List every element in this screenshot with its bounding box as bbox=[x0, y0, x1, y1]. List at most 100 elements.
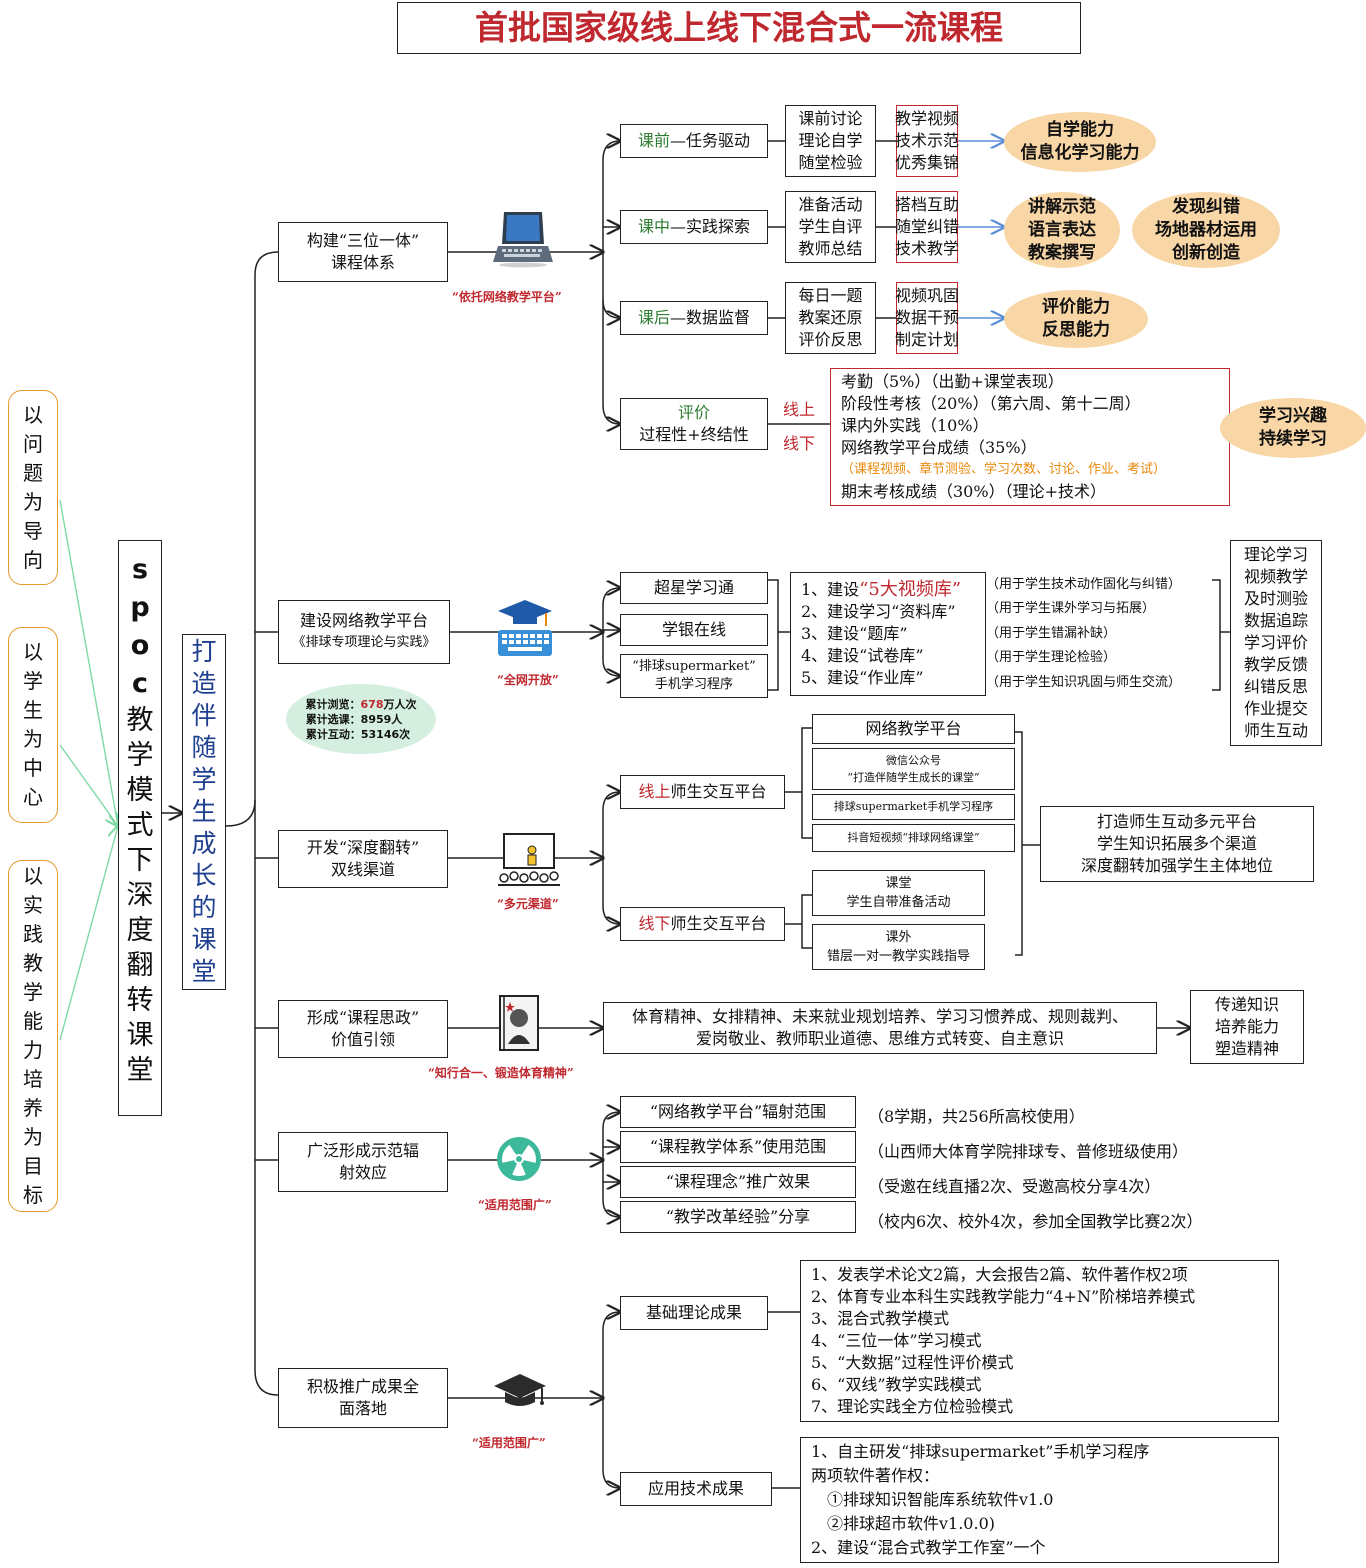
channel-item: 抖音短视频“排球网络课堂” bbox=[847, 831, 980, 844]
stat-interactions: 累计互动：53146次 bbox=[305, 727, 411, 741]
in-class-resources: 搭档互助 随堂纠错 技术教学 bbox=[895, 191, 960, 263]
ability-text: 场地器材运用 bbox=[1155, 219, 1257, 240]
stage-rest: —任务驱动 bbox=[670, 131, 751, 150]
item: 搭档互助 bbox=[895, 195, 960, 214]
ability-text: 学习兴趣 bbox=[1259, 406, 1327, 426]
item: 评价反思 bbox=[798, 330, 863, 349]
channel-rest: 师生交互平台 bbox=[670, 914, 767, 933]
channel-key: 线上 bbox=[638, 782, 671, 801]
online-wechat: 微信公众号 “打造伴随学生成长的课堂” bbox=[812, 748, 1015, 790]
ability-text: 教案撰写 bbox=[1028, 242, 1096, 263]
s4-title-l2: 价值引领 bbox=[330, 1030, 395, 1049]
content-line: 爱岗敬业、教师职业道德、思维方式转变、自主意识 bbox=[695, 1029, 1064, 1048]
library-item: 1、建设“5大视频库” bbox=[801, 579, 962, 600]
function-item: 学习评价 bbox=[1243, 633, 1308, 652]
result-item: 培养能力 bbox=[1214, 1017, 1279, 1036]
graduation-cap-icon bbox=[492, 1372, 548, 1416]
channel-item: 微信公众号 bbox=[886, 754, 941, 767]
channel-item: 排球supermarket手机学习程序 bbox=[833, 800, 994, 813]
item: 教学视频 bbox=[895, 109, 960, 128]
radiation-note: （8学期，共256所高校使用） bbox=[868, 1107, 1085, 1126]
library-note: （用于学生技术动作固化与纠错） bbox=[986, 576, 1182, 592]
platform-chaoxing[interactable]: 超星学习通 bbox=[620, 572, 768, 604]
function-item: 理论学习 bbox=[1243, 545, 1308, 564]
radiation-concept: “课程理念”推广效果 bbox=[620, 1166, 856, 1198]
keyboard-graduate-icon bbox=[494, 598, 556, 666]
presentation-icon bbox=[496, 832, 562, 892]
app-name: “排球supermarket” bbox=[632, 659, 756, 674]
stat-enrollment: 累计选课：8959人 bbox=[305, 712, 403, 726]
online-network-platform: 网络教学平台 bbox=[812, 714, 1015, 744]
item: 制定计划 bbox=[895, 330, 960, 349]
in-class-items: 准备活动 学生自评 教师总结 bbox=[785, 191, 876, 263]
function-item: 及时测验 bbox=[1243, 589, 1308, 608]
eval-offline-label: 线下 bbox=[783, 434, 816, 453]
goal-text: 以实践教学能力培养为目标 bbox=[23, 864, 43, 1207]
platform-label: 学银在线 bbox=[661, 620, 726, 639]
item: 随堂检验 bbox=[798, 153, 863, 172]
ability-text: 语言表达 bbox=[1028, 219, 1096, 240]
applied-tech-list: 1、自主研发“排球supermarket”手机学习程序 两项软件著作权： ①排球… bbox=[800, 1437, 1279, 1563]
ability-text: 自学能力 bbox=[1046, 120, 1114, 140]
radiation-label: “网络教学平台”辐射范围 bbox=[649, 1102, 827, 1121]
item: 优秀集锦 bbox=[895, 153, 960, 172]
function-item: 数据追踪 bbox=[1243, 611, 1308, 630]
radiation-curriculum: “课程教学体系”使用范围 bbox=[620, 1131, 856, 1163]
stage-rest: —数据监督 bbox=[670, 308, 751, 327]
stats-bubble: 累计浏览：678万人次 累计选课：8959人 累计互动：53146次 bbox=[286, 684, 436, 754]
radiation-note: （山西师大体育学院排球专、普修班级使用） bbox=[868, 1142, 1189, 1161]
channel-results: 打造师生互动多元平台 学生知识拓展多个渠道 深度翻转加强学生主体地位 bbox=[1040, 806, 1314, 882]
s5-title-box: 广泛形成示范辐 射效应 bbox=[278, 1132, 448, 1192]
library-note: （用于学生课外学习与拓展） bbox=[986, 601, 1156, 617]
library-note: （用于学生理论检验） bbox=[986, 650, 1117, 666]
stage-post-class: 课后—数据监督 bbox=[620, 301, 768, 335]
pre-class-items: 课前讨论 理论自学 随堂检验 bbox=[785, 105, 876, 177]
item: 数据干预 bbox=[895, 308, 960, 327]
s6-caption: “适用范围广” bbox=[472, 1436, 546, 1450]
s3-title-box: 开发“深度翻转” 双线渠道 bbox=[278, 830, 448, 888]
eval-criteria-box: 考勤（5%）（出勤+课堂表现） 阶段性考核（20%）（第六周、第十二周） 课内外… bbox=[830, 368, 1230, 506]
s6-title-l1: 积极推广成果全 bbox=[306, 1377, 419, 1396]
s5-title-l1: 广泛形成示范辐 bbox=[306, 1141, 419, 1160]
item: 准备活动 bbox=[798, 195, 863, 214]
platform-supermarket-app[interactable]: “排球supermarket” 手机学习程序 bbox=[620, 654, 768, 698]
page-title: 首批国家级线上线下混合式一流课程 bbox=[397, 2, 1081, 54]
result-category: 基础理论成果 bbox=[645, 1303, 742, 1322]
s2-caption: “全网开放” bbox=[497, 673, 559, 687]
stage-key: 课前 bbox=[637, 131, 670, 150]
channel-item: 网络教学平台 bbox=[865, 719, 962, 738]
result-item: 传递知识 bbox=[1214, 995, 1279, 1014]
item: 每日一题 bbox=[798, 286, 863, 305]
ability-text: 信息化学习能力 bbox=[1020, 143, 1140, 163]
result-item: 学生知识拓展多个渠道 bbox=[1096, 834, 1257, 853]
s3-title-l1: 开发“深度翻转” bbox=[306, 838, 420, 857]
s4-caption: “知行合一、锻造体育精神” bbox=[428, 1066, 574, 1080]
channel-item: 课堂 bbox=[885, 876, 912, 891]
platform-xueyin[interactable]: 学银在线 bbox=[620, 614, 768, 646]
item: 课前讨论 bbox=[798, 109, 863, 128]
channel-item: 学生自带准备活动 bbox=[846, 895, 951, 910]
result-item: 2、建设“混合式教学工作室”一个 bbox=[811, 1538, 1046, 1557]
item: 理论自学 bbox=[798, 131, 863, 150]
spoc-mode-box: spoc 教学模式下深度翻转课堂 bbox=[118, 540, 162, 1116]
s5-caption: “适用范围广” bbox=[478, 1198, 552, 1212]
s3-title-l2: 双线渠道 bbox=[330, 860, 395, 879]
s2-title-box: 建设网络教学平台 《排球专项理论与实践》 bbox=[278, 600, 450, 664]
radiation-label: “课程理念”推广效果 bbox=[665, 1172, 811, 1191]
library-list: 1、建设“5大视频库” 2、建设学习“资料库” 3、建设“题库” 4、建设“试卷… bbox=[790, 572, 986, 696]
post-class-items: 每日一题 教案还原 评价反思 bbox=[785, 282, 876, 354]
ability-evaluation: 评价能力 反思能力 bbox=[1004, 290, 1148, 348]
library-item: 5、建设“作业库” bbox=[801, 668, 924, 687]
function-item: 作业提交 bbox=[1243, 699, 1308, 718]
eval-item: 期末考核成绩（30%）（理论+技术） bbox=[841, 482, 1106, 501]
ability-self-learning: 自学能力 信息化学习能力 bbox=[1004, 112, 1156, 172]
result-item: 两项软件著作权： bbox=[811, 1466, 940, 1485]
radiation-platform: “网络教学平台”辐射范围 bbox=[620, 1096, 856, 1128]
result-item: ①排球知识智能库系统软件v1.0 bbox=[811, 1490, 1054, 1509]
library-item: 4、建设“试卷库” bbox=[801, 646, 924, 665]
app-desc: 手机学习程序 bbox=[654, 677, 733, 692]
basic-theory-list: 1、发表学术论文2篇，大会报告2篇、软件著作权2项 2、体育专业本科生实践教学能… bbox=[800, 1260, 1279, 1422]
result-item: 深度翻转加强学生主体地位 bbox=[1080, 856, 1273, 875]
ability-interest: 学习兴趣 持续学习 bbox=[1220, 398, 1366, 458]
